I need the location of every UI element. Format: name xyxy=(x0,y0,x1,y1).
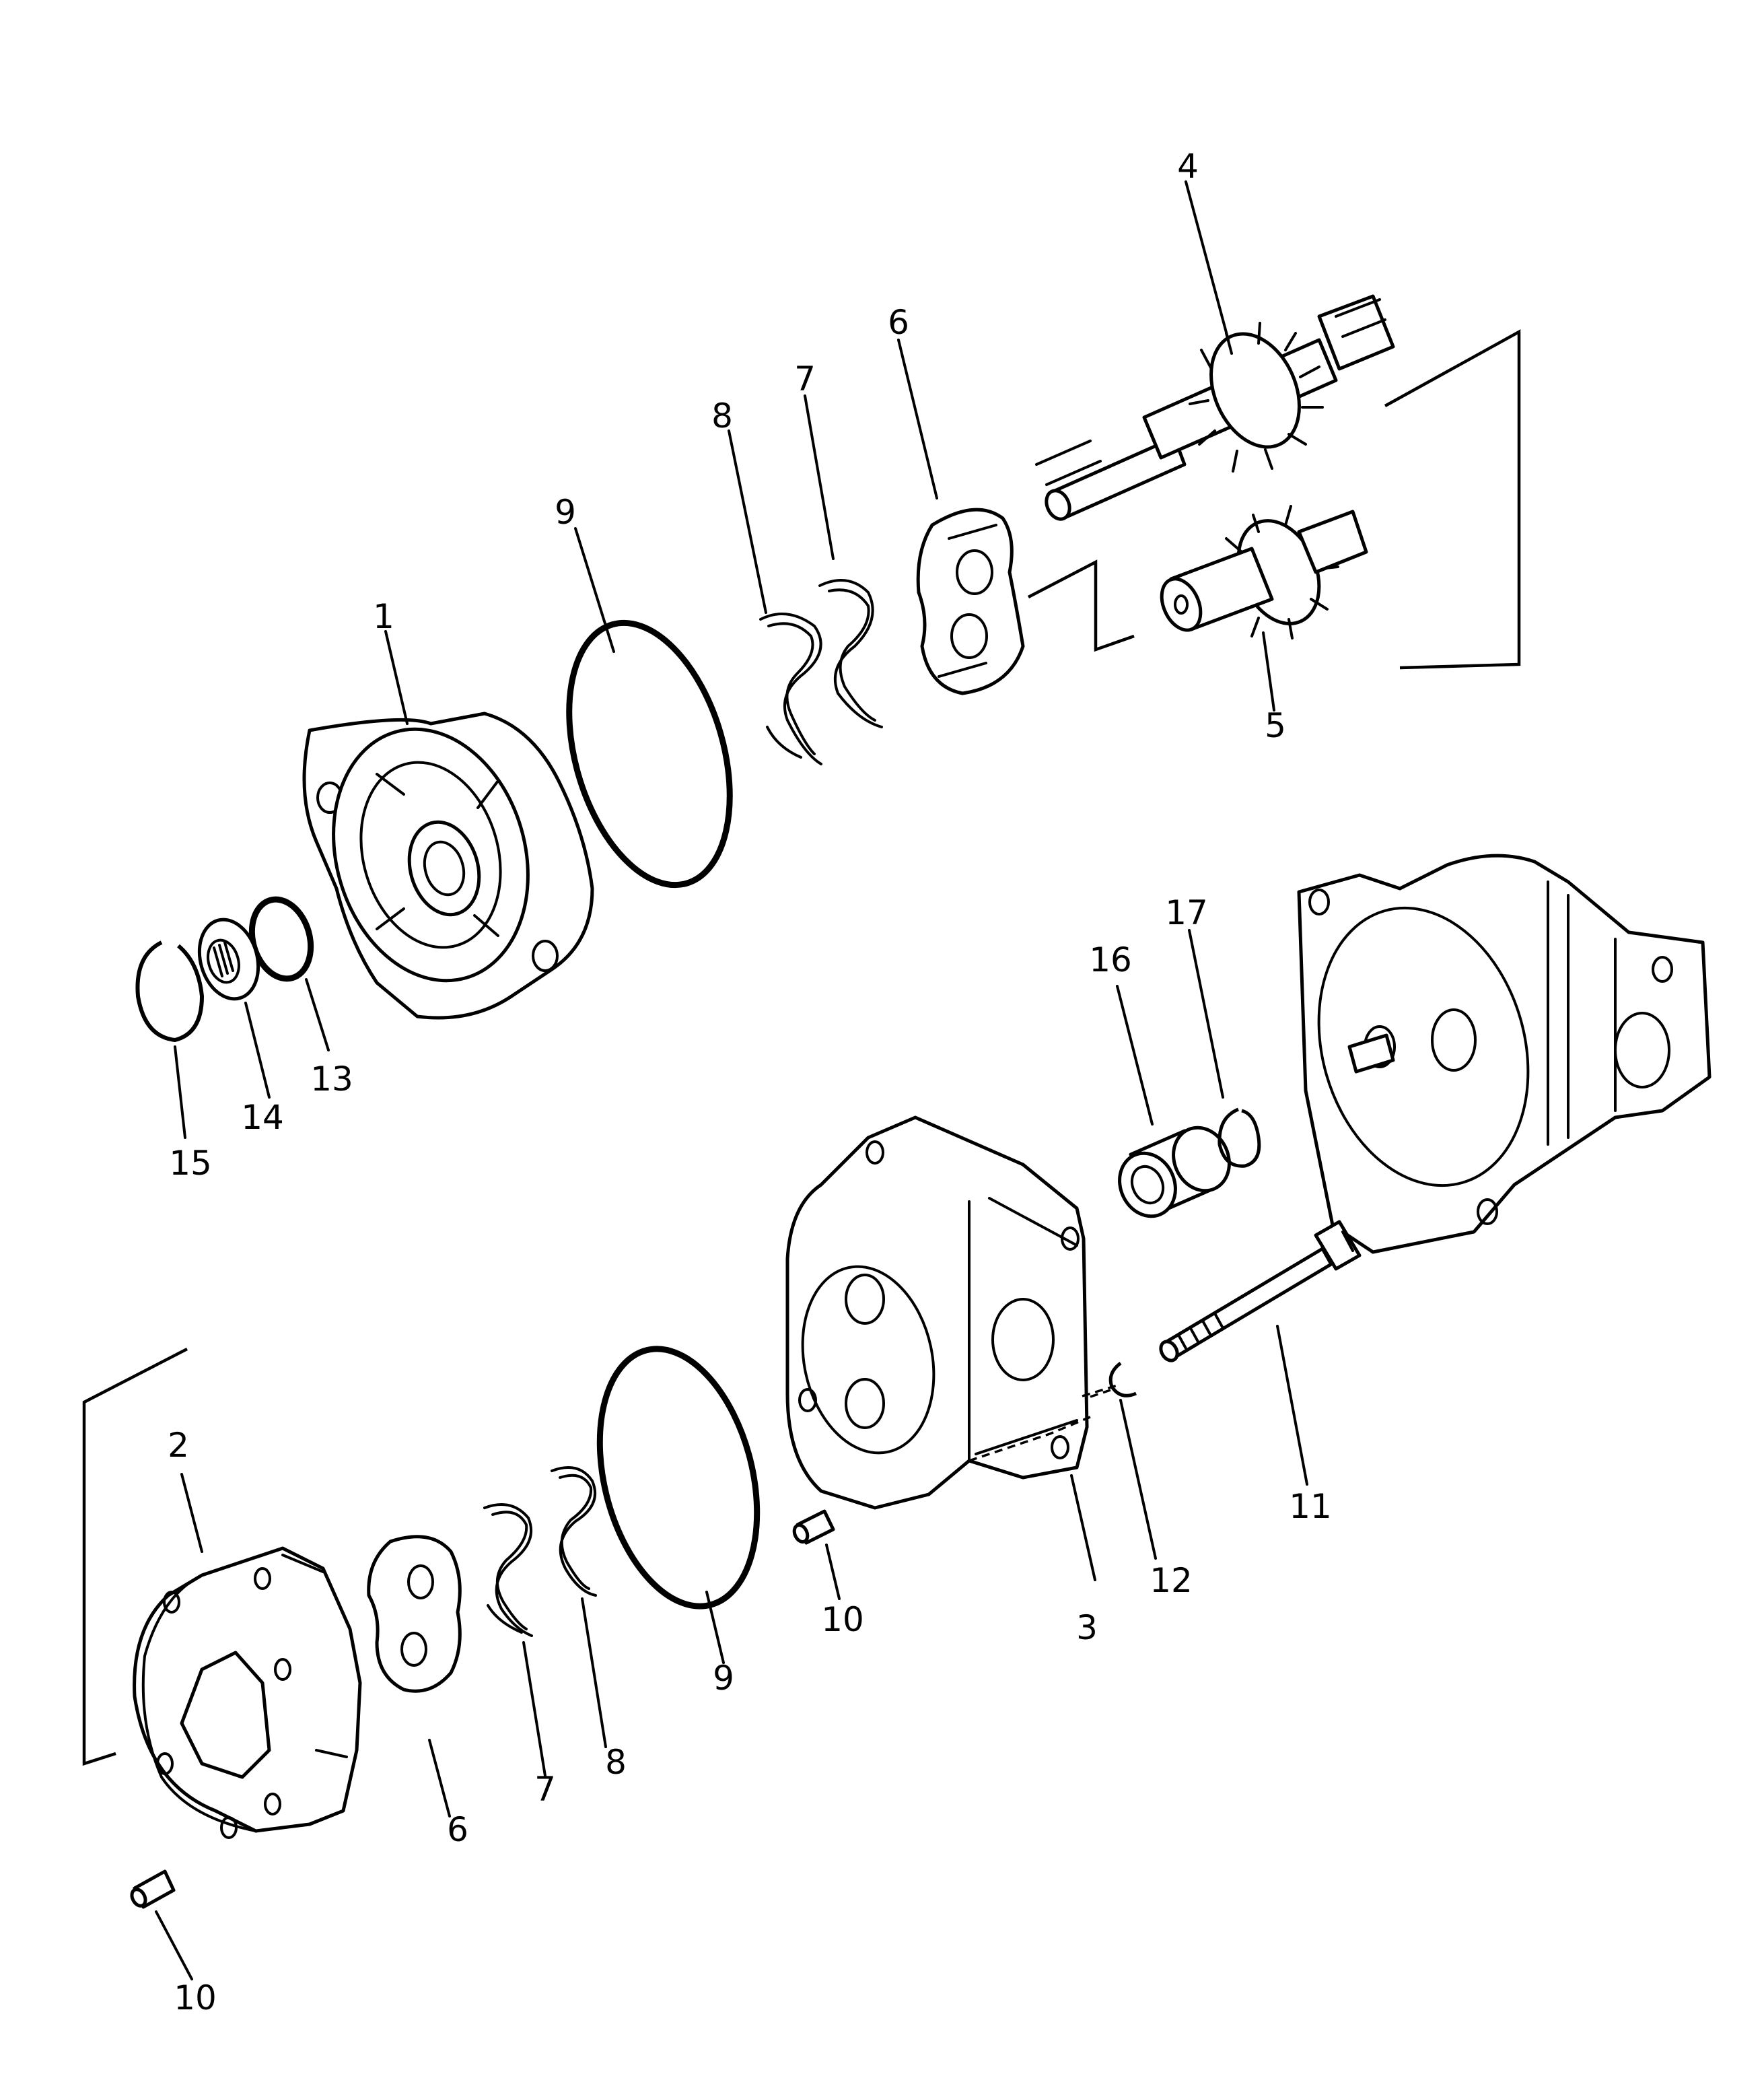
callout-2: 2 xyxy=(168,1426,189,1465)
callout-12: 12 xyxy=(1150,1561,1193,1600)
callout-17: 17 xyxy=(1165,893,1208,932)
snap-ring-part-17 xyxy=(1218,1107,1261,1168)
callout-7-upper: 7 xyxy=(794,359,816,399)
callout-6-upper: 6 xyxy=(888,303,909,342)
bolt-alignment-line xyxy=(1082,1384,1118,1397)
drive-shaft-gear-part xyxy=(1035,294,1395,521)
bushing-part xyxy=(1118,1126,1231,1218)
callout-14: 14 xyxy=(241,1098,284,1137)
driven-gear-part xyxy=(1160,505,1368,639)
callout-6-lower: 6 xyxy=(447,1810,468,1849)
callout-11: 11 xyxy=(1289,1487,1332,1526)
dowel-pin-part-middle xyxy=(792,1509,835,1545)
callout-1: 1 xyxy=(373,597,394,636)
callout-10-lower: 10 xyxy=(174,1978,217,2017)
upper-group-bracket xyxy=(1384,329,1521,670)
callout-9-lower: 9 xyxy=(713,1659,734,1698)
bolt-part xyxy=(1159,1220,1362,1362)
backup-ring-part-upper-8 xyxy=(759,613,822,765)
callout-8-upper: 8 xyxy=(711,396,733,436)
dowel-pin-part-lower xyxy=(130,1869,176,1909)
side-plate-part-upper xyxy=(916,508,1025,695)
callout-5: 5 xyxy=(1265,706,1286,745)
o-ring-part-lower xyxy=(596,1346,761,1610)
rear-cover-part xyxy=(133,1546,362,1839)
leader-lines xyxy=(155,180,1308,1980)
callout-16: 16 xyxy=(1089,940,1132,979)
bearing-part xyxy=(197,918,260,1001)
callout-labels: 1 2 3 4 5 6 6 7 7 8 8 9 9 10 10 11 12 13… xyxy=(168,147,1332,2017)
gear-link-bracket xyxy=(1027,559,1135,652)
backup-ring-part-upper-7 xyxy=(818,579,883,728)
callout-13: 13 xyxy=(310,1060,353,1099)
o-ring-part-upper xyxy=(566,619,733,889)
callout-9-upper: 9 xyxy=(555,493,576,532)
gear-case-part xyxy=(785,1115,1111,1510)
washer-part xyxy=(1108,1362,1137,1397)
backup-ring-part-lower-7 xyxy=(483,1503,533,1637)
pump-body-part xyxy=(1297,854,1712,1254)
side-plate-part-lower xyxy=(367,1535,462,1693)
callout-4: 4 xyxy=(1177,147,1199,186)
callout-15: 15 xyxy=(169,1144,212,1183)
callout-10-middle: 10 xyxy=(821,1600,864,1639)
callout-7-lower: 7 xyxy=(534,1770,556,1809)
lower-group-bracket xyxy=(82,1348,188,1766)
callout-3: 3 xyxy=(1076,1608,1098,1647)
front-cover-part xyxy=(302,712,594,1020)
snap-ring-part xyxy=(135,940,205,1043)
callout-8-lower: 8 xyxy=(605,1743,627,1782)
backup-ring-part-lower-8 xyxy=(551,1466,597,1597)
